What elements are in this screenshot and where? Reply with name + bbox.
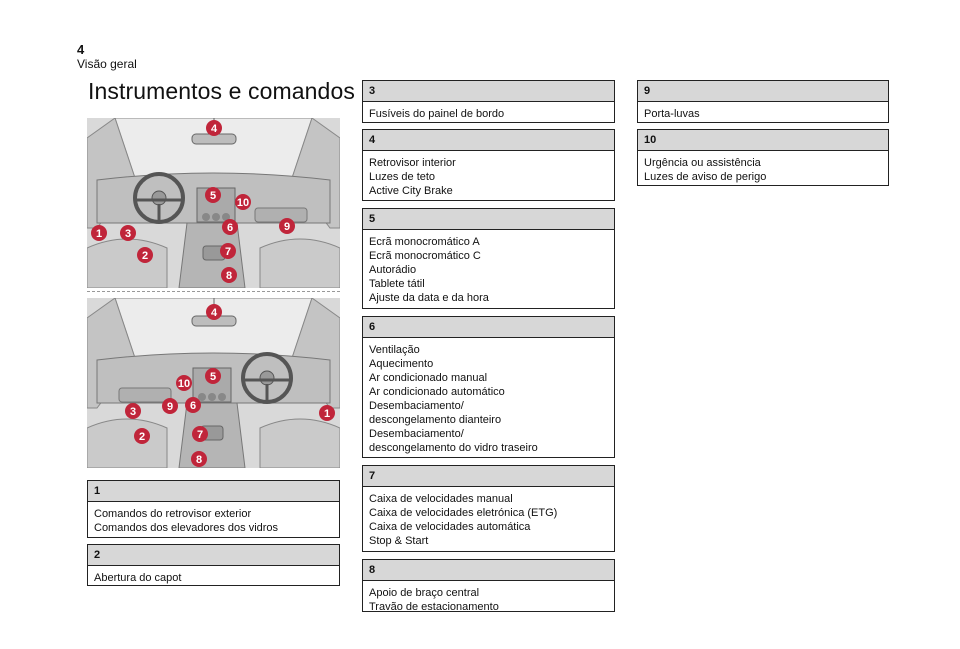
legend-line: Ventilação bbox=[369, 344, 420, 356]
legend-box-number: 8 bbox=[363, 560, 614, 581]
marker-2-lhd: 2 bbox=[137, 247, 153, 263]
legend-line: Caixa de velocidades manual bbox=[369, 493, 513, 505]
legend-box-10: 10 Urgência ou assistência Luzes de avis… bbox=[637, 129, 889, 186]
marker-7-rhd: 7 bbox=[192, 426, 208, 442]
svg-text:9: 9 bbox=[167, 401, 173, 413]
svg-text:10: 10 bbox=[178, 378, 190, 390]
legend-line: Caixa de velocidades eletrónica (ETG) bbox=[369, 507, 558, 519]
legend-box-number: 10 bbox=[638, 130, 888, 151]
marker-1-rhd: 1 bbox=[319, 405, 335, 421]
page-title: Instrumentos e comandos bbox=[88, 78, 355, 104]
marker-8-rhd: 8 bbox=[191, 451, 207, 467]
legend-box-1: 1 Comandos do retrovisor exterior Comand… bbox=[87, 480, 340, 538]
legend-line: Tablete tátil bbox=[369, 278, 425, 290]
svg-text:4: 4 bbox=[211, 307, 218, 319]
marker-5-rhd: 5 bbox=[205, 368, 221, 384]
legend-line: Caixa de velocidades automática bbox=[369, 521, 531, 533]
svg-text:10: 10 bbox=[237, 197, 249, 209]
svg-text:2: 2 bbox=[139, 431, 145, 443]
legend-line: descongelamento do vidro traseiro bbox=[369, 442, 538, 454]
legend-line: Fusíveis do painel de bordo bbox=[369, 108, 505, 120]
svg-text:3: 3 bbox=[130, 406, 136, 418]
legend-line: Autorádio bbox=[369, 264, 417, 276]
legend-box-number: 1 bbox=[88, 481, 339, 502]
legend-line: Urgência ou assistência bbox=[644, 157, 761, 169]
legend-line: Active City Brake bbox=[369, 185, 453, 197]
marker-10-lhd: 10 bbox=[235, 194, 251, 210]
svg-text:4: 4 bbox=[211, 123, 218, 135]
dashboard-drawing-lhd: 4 5 10 9 6 1 3 2 7 8 bbox=[87, 118, 340, 288]
legend-line: Ar condicionado automático bbox=[369, 386, 505, 398]
legend-box-number: 9 bbox=[638, 81, 888, 102]
marker-4-rhd: 4 bbox=[206, 304, 222, 320]
svg-text:5: 5 bbox=[210, 371, 216, 383]
marker-2-rhd: 2 bbox=[134, 428, 150, 444]
svg-text:6: 6 bbox=[190, 400, 196, 412]
legend-line: Desembaciamento/ bbox=[369, 400, 464, 412]
svg-text:7: 7 bbox=[225, 246, 231, 258]
legend-box-8: 8 Apoio de braço central Travão de estac… bbox=[362, 559, 615, 613]
svg-text:6: 6 bbox=[227, 222, 233, 234]
marker-8-lhd: 8 bbox=[221, 267, 237, 283]
section-name: Visão geral bbox=[77, 57, 137, 71]
legend-line: Aquecimento bbox=[369, 358, 434, 370]
legend-line: Stop & Start bbox=[369, 535, 429, 547]
svg-text:5: 5 bbox=[210, 190, 216, 202]
svg-text:1: 1 bbox=[324, 408, 330, 420]
marker-6-lhd: 6 bbox=[222, 219, 238, 235]
legend-box-number: 2 bbox=[88, 545, 339, 566]
legend-line: Travão de estacionamento bbox=[369, 601, 499, 613]
legend-box-6: 6 Ventilação Aquecimento Ar condicionado… bbox=[362, 316, 615, 458]
svg-text:7: 7 bbox=[197, 429, 203, 441]
marker-7-lhd: 7 bbox=[220, 243, 236, 259]
legend-line: Luzes de teto bbox=[369, 171, 436, 183]
legend-line: Porta-luvas bbox=[644, 108, 700, 120]
legend-line: Ecrã monocromático C bbox=[369, 250, 481, 262]
legend-line: Ar condicionado manual bbox=[369, 372, 488, 384]
legend-line: Ajuste da data e da hora bbox=[369, 292, 489, 304]
marker-5-lhd: 5 bbox=[205, 187, 221, 203]
legend-box-number: 4 bbox=[363, 130, 614, 151]
legend-line: Desembaciamento/ bbox=[369, 428, 464, 440]
svg-text:1: 1 bbox=[96, 228, 102, 240]
legend-line: descongelamento dianteiro bbox=[369, 414, 502, 426]
legend-box-number: 6 bbox=[363, 317, 614, 338]
legend-line: Comandos dos elevadores dos vidros bbox=[94, 522, 279, 534]
dashboard-illustration-lhd: 4 5 10 9 6 1 3 2 7 8 bbox=[87, 118, 340, 288]
legend-box-3: 3 Fusíveis do painel de bordo bbox=[362, 80, 615, 123]
legend-line: Abertura do capot bbox=[94, 572, 182, 584]
legend-line: Ecrã monocromático A bbox=[369, 236, 480, 248]
legend-box-7: 7 Caixa de velocidades manual Caixa de v… bbox=[362, 465, 615, 552]
dashboard-illustration-rhd: 4 5 10 6 9 3 1 2 7 8 bbox=[87, 298, 340, 468]
legend-line: Comandos do retrovisor exterior bbox=[94, 508, 252, 520]
legend-line: Luzes de aviso de perigo bbox=[644, 171, 767, 183]
legend-box-4: 4 Retrovisor interior Luzes de teto Acti… bbox=[362, 129, 615, 201]
marker-9-lhd: 9 bbox=[279, 218, 295, 234]
legend-box-2: 2 Abertura do capot bbox=[87, 544, 340, 586]
svg-text:3: 3 bbox=[125, 228, 131, 240]
svg-text:2: 2 bbox=[142, 250, 148, 262]
svg-text:8: 8 bbox=[196, 454, 202, 466]
legend-box-number: 5 bbox=[363, 209, 614, 230]
marker-6-rhd: 6 bbox=[185, 397, 201, 413]
legend-box-9: 9 Porta-luvas bbox=[637, 80, 889, 123]
marker-9-rhd: 9 bbox=[162, 398, 178, 414]
legend-line: Apoio de braço central bbox=[369, 587, 480, 599]
illustration-separator bbox=[87, 291, 340, 292]
dashboard-drawing-rhd: 4 5 10 6 9 3 1 2 7 8 bbox=[87, 298, 340, 468]
marker-10-rhd: 10 bbox=[176, 375, 192, 391]
marker-3-lhd: 3 bbox=[120, 225, 136, 241]
page-number: 4 bbox=[77, 42, 85, 57]
svg-text:8: 8 bbox=[226, 270, 232, 282]
svg-text:9: 9 bbox=[284, 221, 290, 233]
legend-box-number: 3 bbox=[363, 81, 614, 102]
marker-4-lhd: 4 bbox=[206, 120, 222, 136]
marker-3-rhd: 3 bbox=[125, 403, 141, 419]
legend-box-number: 7 bbox=[363, 466, 614, 487]
legend-box-5: 5 Ecrã monocromático A Ecrã monocromátic… bbox=[362, 208, 615, 309]
legend-line: Retrovisor interior bbox=[369, 157, 456, 169]
marker-1-lhd: 1 bbox=[91, 225, 107, 241]
